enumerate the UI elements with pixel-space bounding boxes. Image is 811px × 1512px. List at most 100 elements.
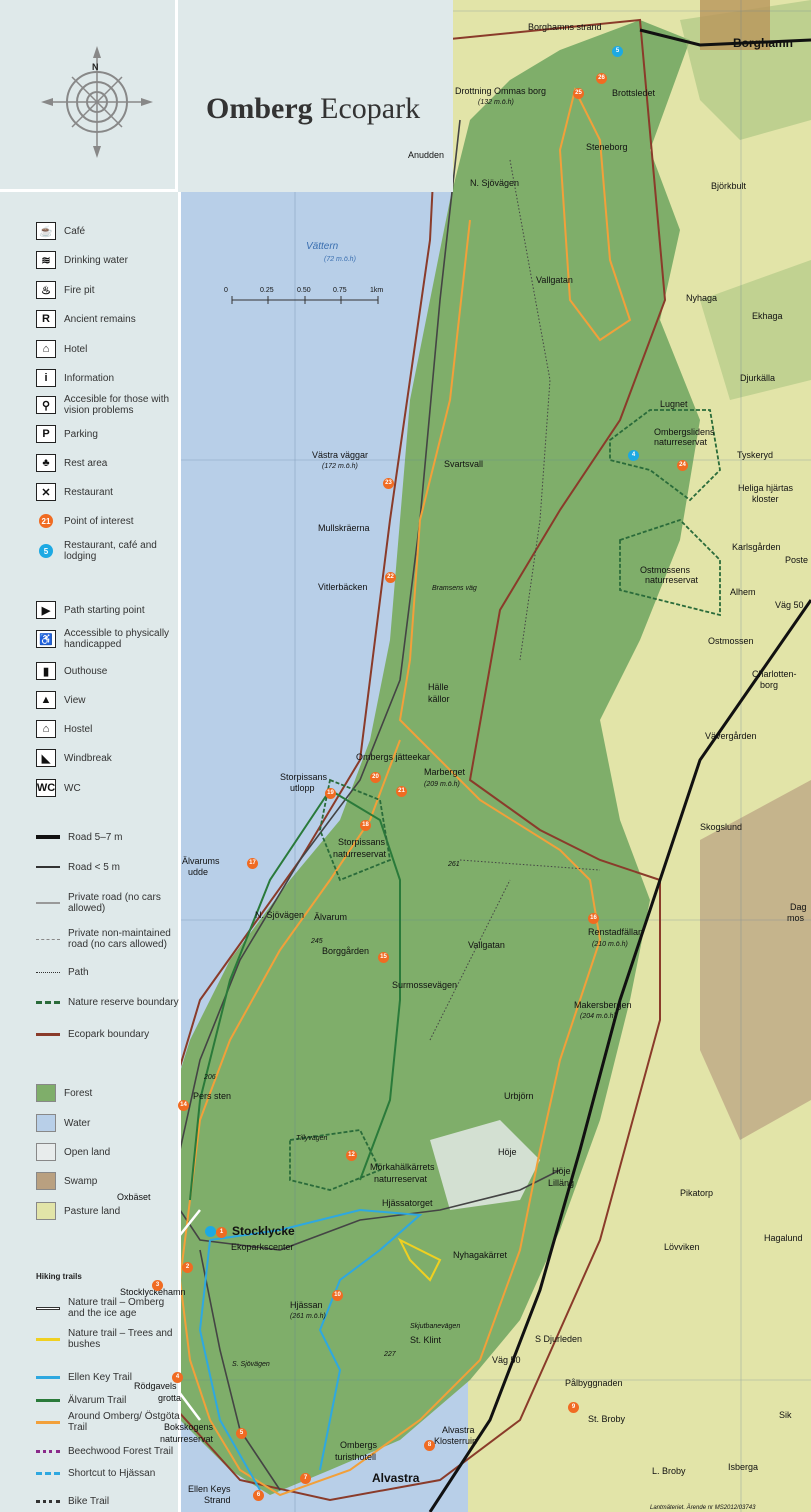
place-label-mullskraerna: Mullskräerna <box>318 523 370 533</box>
legend-label: Accesible for those with vision problems <box>64 394 170 416</box>
legend-item: ◣Windbreak <box>36 747 179 769</box>
point-of-interest-icon[interactable]: 2 <box>182 1262 193 1273</box>
place-label-drottning: Drottning Ommas borg <box>455 86 547 96</box>
point-of-interest-icon[interactable]: 24 <box>677 460 688 471</box>
point-of-interest-icon[interactable]: 21 <box>396 786 407 797</box>
point-of-interest-icon[interactable]: 15 <box>378 952 389 963</box>
point-of-interest-icon[interactable]: 9 <box>568 1402 579 1413</box>
place-label-poste: Poste <box>785 555 809 565</box>
point-of-interest-icon[interactable]: 8 <box>424 1440 435 1451</box>
swamp-patch <box>700 780 811 1140</box>
point-of-interest-icon[interactable]: 18 <box>360 820 371 831</box>
fire-pit-icon: ♨ <box>36 281 56 299</box>
legend-item: Ecopark boundary <box>36 1023 183 1045</box>
legend-item: Bike Trail <box>36 1490 183 1512</box>
legend-item: ♨Fire pit <box>36 279 179 301</box>
restaurant-lodging-icon[interactable]: 4 <box>628 450 639 461</box>
point-of-interest-icon[interactable]: 23 <box>383 478 394 489</box>
point-of-interest-icon[interactable]: 19 <box>325 788 336 799</box>
place-label-ostmossen: Ostmossen <box>708 636 754 646</box>
map-title: Omberg Ecopark <box>206 92 420 126</box>
legend-label: Around Omberg/ Östgöta Trail <box>68 1411 180 1433</box>
point-of-interest-icon[interactable]: 6 <box>253 1490 264 1501</box>
legend-label: Water <box>64 1117 91 1129</box>
point-of-interest-icon[interactable]: 17 <box>247 858 258 869</box>
point-of-interest-icon[interactable]: 10 <box>332 1290 343 1301</box>
road-major <box>428 28 811 1512</box>
road-minor-line-icon <box>36 866 60 868</box>
point-of-interest-icon[interactable]: 20 <box>370 772 381 783</box>
reserve-morkahal <box>289 1129 382 1191</box>
point-of-interest-icon[interactable]: 26 <box>596 73 607 84</box>
place-label-hoje2: Höje <box>552 1166 571 1176</box>
point-of-interest-icon[interactable]: 22 <box>385 572 396 583</box>
legend-label: Parking <box>64 428 98 440</box>
information-icon: i <box>36 369 56 387</box>
place-label-karlsgarden: Karlsgården <box>732 542 781 552</box>
legend-item: ▲View <box>36 689 179 711</box>
scale-tick-label: 1km <box>370 287 384 294</box>
place-label-vastra-elev: (172 m.ö.h) <box>322 463 358 470</box>
trail-ellen-key <box>198 1208 423 1491</box>
legend-label: Restaurant <box>64 486 113 498</box>
legend-item: Nature trail – Trees and bushes <box>36 1328 183 1350</box>
title-rest: Ecopark <box>312 92 421 125</box>
legend-label: Drinking water <box>64 254 128 266</box>
place-label-alvastra: Alvastra <box>372 1471 420 1485</box>
place-label-ekhaga: Ekhaga <box>752 311 783 321</box>
place-label-dag: Dag <box>790 902 807 912</box>
legend-label: Hostel <box>64 723 93 735</box>
point-of-interest-icon[interactable]: 16 <box>588 913 599 924</box>
place-label-anudden: Anudden <box>408 150 445 160</box>
path-vallgatan <box>429 159 601 1041</box>
rest-area-icon: ♣ <box>36 454 56 472</box>
legend-item: ≋Drinking water <box>36 249 179 271</box>
open-land-hoje <box>430 1120 540 1210</box>
path-start-icon: ▶ <box>36 601 56 619</box>
legend-label: Café <box>64 225 86 237</box>
place-label-borghamn: Borghamn <box>733 36 793 50</box>
point-of-interest-icon[interactable]: 25 <box>573 88 584 99</box>
compass-panel: N <box>0 0 178 192</box>
place-label-naturreservat4: naturreservat <box>374 1174 428 1184</box>
restaurant-lodging-icon[interactable] <box>205 1226 216 1237</box>
vision-accessible-icon: ⚲ <box>36 396 56 414</box>
place-label-alvarum: Älvarum <box>314 912 348 922</box>
place-label-heliga: Heliga hjärtas <box>738 483 794 493</box>
legend-item: Shortcut to Hjässan <box>36 1462 183 1484</box>
place-label-jatteekar: Ombergs jätteekar <box>356 752 431 762</box>
legend-label: Älvarum Trail <box>68 1394 127 1406</box>
point-of-interest-icon[interactable]: 1 <box>216 1227 227 1238</box>
point-of-interest-icon[interactable]: 5 <box>236 1428 247 1439</box>
point-of-interest-icon[interactable]: 7 <box>300 1473 311 1484</box>
place-label-hagalund: Hagalund <box>764 1233 803 1243</box>
reserve-ostmossen <box>619 518 721 617</box>
place-label-stocklyckehamn: Stocklyckehamn <box>120 1287 186 1297</box>
point-of-interest-icon[interactable]: 3 <box>152 1280 163 1291</box>
place-label-hjassatorget: Hjässatorget <box>382 1198 433 1208</box>
trail-line-icon <box>36 1420 60 1424</box>
scale-bar-graphic <box>231 296 379 304</box>
point-of-interest-icon[interactable]: 14 <box>178 1100 189 1111</box>
legend-item: ♿Accessible to physically handicapped <box>36 628 179 650</box>
restaurant-lodging-icon[interactable]: 5 <box>612 46 623 57</box>
point-of-interest-icon[interactable]: 12 <box>346 1150 357 1161</box>
point-of-interest-icon[interactable]: 4 <box>172 1372 183 1383</box>
legend-label: Ellen Key Trail <box>68 1371 132 1383</box>
place-label-vallgatan: Vallgatan <box>536 275 573 285</box>
legend-item: Open land <box>36 1141 179 1163</box>
place-label-brottsledet: Brottsledet <box>612 88 656 98</box>
place-label-alvarums: Älvarums <box>182 856 220 866</box>
place-label-isberga: Isberga <box>728 1462 759 1472</box>
place-label-vastra: Västra väggar <box>312 450 369 460</box>
place-label-ekoparkscenter: Ekoparkscenter <box>231 1242 294 1252</box>
point-of-interest-icon: 21 <box>39 514 53 528</box>
legend-item: ♣Rest area <box>36 452 179 474</box>
legend-label: View <box>64 694 86 706</box>
place-label-h245: 245 <box>311 938 323 945</box>
legend-label: Ancient remains <box>64 313 136 325</box>
